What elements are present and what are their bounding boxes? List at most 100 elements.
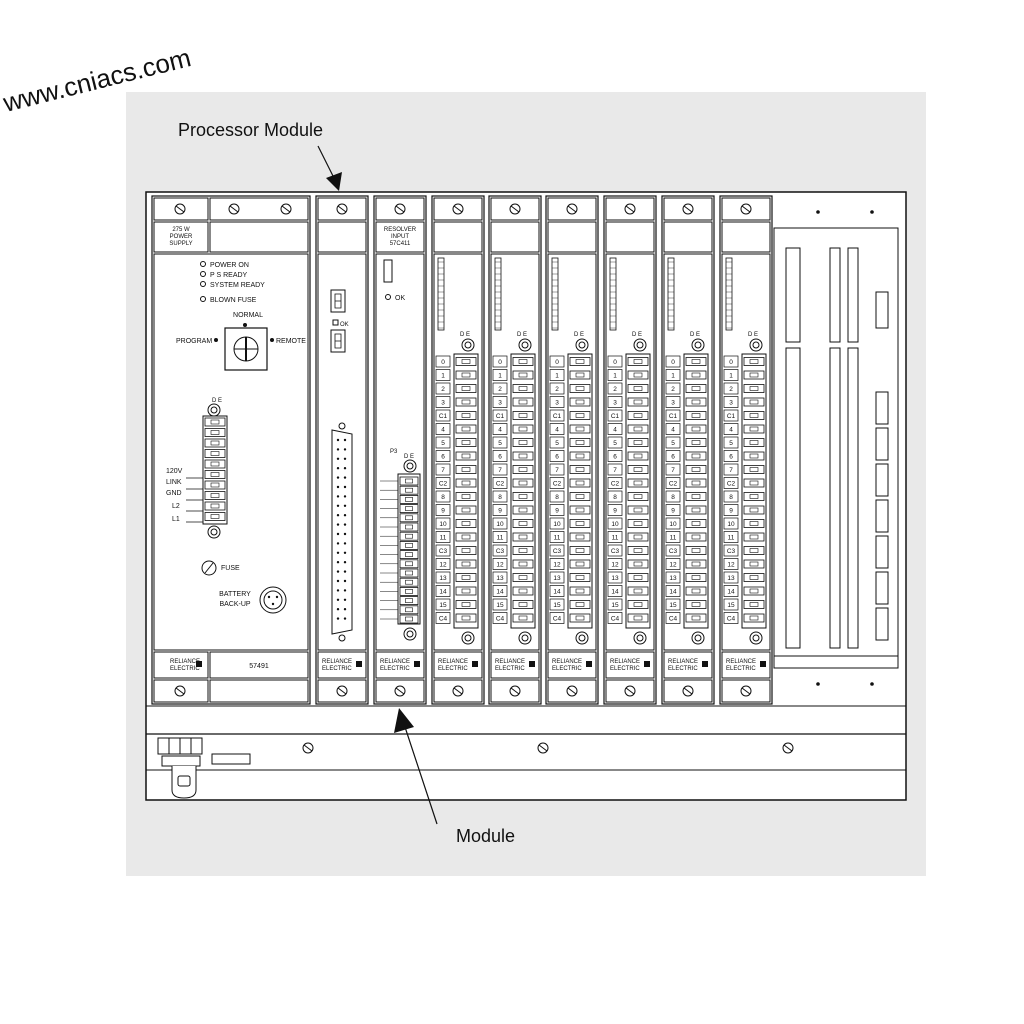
- terminal-screw: [627, 397, 649, 407]
- brand-label: RELIANCE: [668, 659, 698, 665]
- channel-label: C4: [611, 616, 620, 623]
- screw: [749, 338, 763, 352]
- terminal-screw: [627, 573, 649, 582]
- connector-top-label: D E: [574, 332, 584, 338]
- channel-label: 1: [441, 373, 445, 380]
- serial-port-connector[interactable]: [331, 422, 353, 642]
- screw: [174, 203, 186, 215]
- brand-label: ELECTRIC: [438, 666, 468, 672]
- channel-label: 4: [613, 427, 617, 434]
- connector-pin: [336, 579, 340, 583]
- ps-rating-line: SUPPLY: [169, 241, 192, 247]
- terminal-screw: [512, 505, 534, 515]
- channel-label: C2: [439, 481, 448, 488]
- battery-label: BATTERY: [219, 591, 251, 598]
- screw: [461, 338, 475, 352]
- terminal-screw: [399, 485, 419, 495]
- channel-label: 5: [613, 440, 617, 447]
- screw: [174, 685, 186, 697]
- connector-pin: [343, 485, 347, 489]
- channel-label: 13: [669, 575, 677, 582]
- terminal-screw: [743, 411, 765, 420]
- terminal-screw: [743, 505, 765, 515]
- channel-label: 5: [555, 440, 559, 447]
- io-module: D E0123C14567C2891011C312131415C4RELIANC…: [488, 195, 542, 705]
- terminal-screw: [569, 546, 591, 555]
- terminal-screw: [455, 397, 477, 407]
- terminal-screw: [399, 522, 419, 532]
- terminal-label: GND: [166, 490, 182, 497]
- terminal-screw: [512, 397, 534, 407]
- keyswitch[interactable]: [224, 327, 268, 371]
- screw: [403, 459, 417, 473]
- terminal-screw: [455, 573, 477, 582]
- connector-pin: [343, 467, 347, 470]
- terminal-screw: [743, 600, 765, 609]
- channel-label: 6: [498, 454, 502, 461]
- terminal-screw: [627, 438, 649, 447]
- channel-label: 4: [441, 427, 445, 434]
- channel-label: 15: [553, 602, 561, 609]
- chassis-screw: [537, 742, 549, 754]
- channel-label: 2: [555, 386, 559, 393]
- channel-label: C3: [439, 548, 448, 555]
- connector-pin: [343, 495, 347, 498]
- channel-label: 5: [729, 440, 733, 447]
- terminal-screw: [512, 586, 534, 596]
- channel-label: 14: [611, 589, 619, 596]
- connector-pin: [336, 532, 340, 536]
- channel-label: 10: [669, 521, 677, 528]
- channel-label: C1: [669, 413, 678, 420]
- screw: [691, 338, 705, 352]
- connector-top-label: D E: [460, 332, 470, 338]
- terminal-screw: [455, 492, 477, 501]
- terminal-screw: [399, 541, 419, 550]
- channel-label: 9: [729, 508, 733, 515]
- channel-label: C1: [439, 413, 448, 420]
- resolver-title: RESOLVER: [384, 227, 417, 233]
- connector-top-label: D E: [404, 454, 414, 460]
- terminal-screw: [399, 550, 419, 559]
- battery-connector[interactable]: [259, 586, 287, 614]
- channel-label: 1: [498, 373, 502, 380]
- channel-label: 11: [670, 535, 677, 542]
- terminal-screw: [455, 546, 477, 555]
- screw: [749, 631, 763, 645]
- channel-label: 15: [439, 602, 447, 609]
- terminal-screw: [627, 613, 649, 623]
- terminal-screw: [685, 600, 707, 609]
- fuse-holder[interactable]: [201, 560, 217, 576]
- channel-label: 14: [496, 589, 504, 596]
- screw: [336, 203, 348, 215]
- brand-label: RELIANCE: [170, 659, 200, 665]
- channel-label: 1: [671, 373, 675, 380]
- channel-label: 7: [441, 467, 445, 474]
- connector-pin: [336, 467, 340, 470]
- connector-pin: [336, 542, 340, 545]
- reliance-logo: [586, 661, 592, 667]
- connector-top-label: D E: [632, 332, 642, 338]
- terminal-screw: [743, 519, 765, 528]
- terminal-screw: [627, 424, 649, 434]
- reliance-logo: [702, 661, 708, 667]
- screw: [566, 203, 578, 215]
- screw: [633, 338, 647, 352]
- channel-label: 4: [555, 427, 559, 434]
- connector-pin: [336, 598, 340, 601]
- terminal-screw: [455, 438, 477, 447]
- terminal-screw: [743, 384, 765, 393]
- terminal-screw: [569, 600, 591, 609]
- terminal-screw: [455, 600, 477, 609]
- channel-label: C4: [669, 616, 678, 623]
- screw: [624, 685, 636, 697]
- dip-switch: [551, 257, 559, 331]
- channel-label: 0: [555, 359, 559, 366]
- terminal-screw: [204, 438, 226, 448]
- channel-label: 3: [441, 400, 445, 407]
- terminal-screw: [399, 531, 419, 541]
- terminal-screw: [204, 491, 226, 500]
- ps-rating-line: POWER: [170, 234, 193, 240]
- terminal-screw: [569, 357, 591, 366]
- channel-label: 3: [498, 400, 502, 407]
- connector-pin: [336, 476, 340, 479]
